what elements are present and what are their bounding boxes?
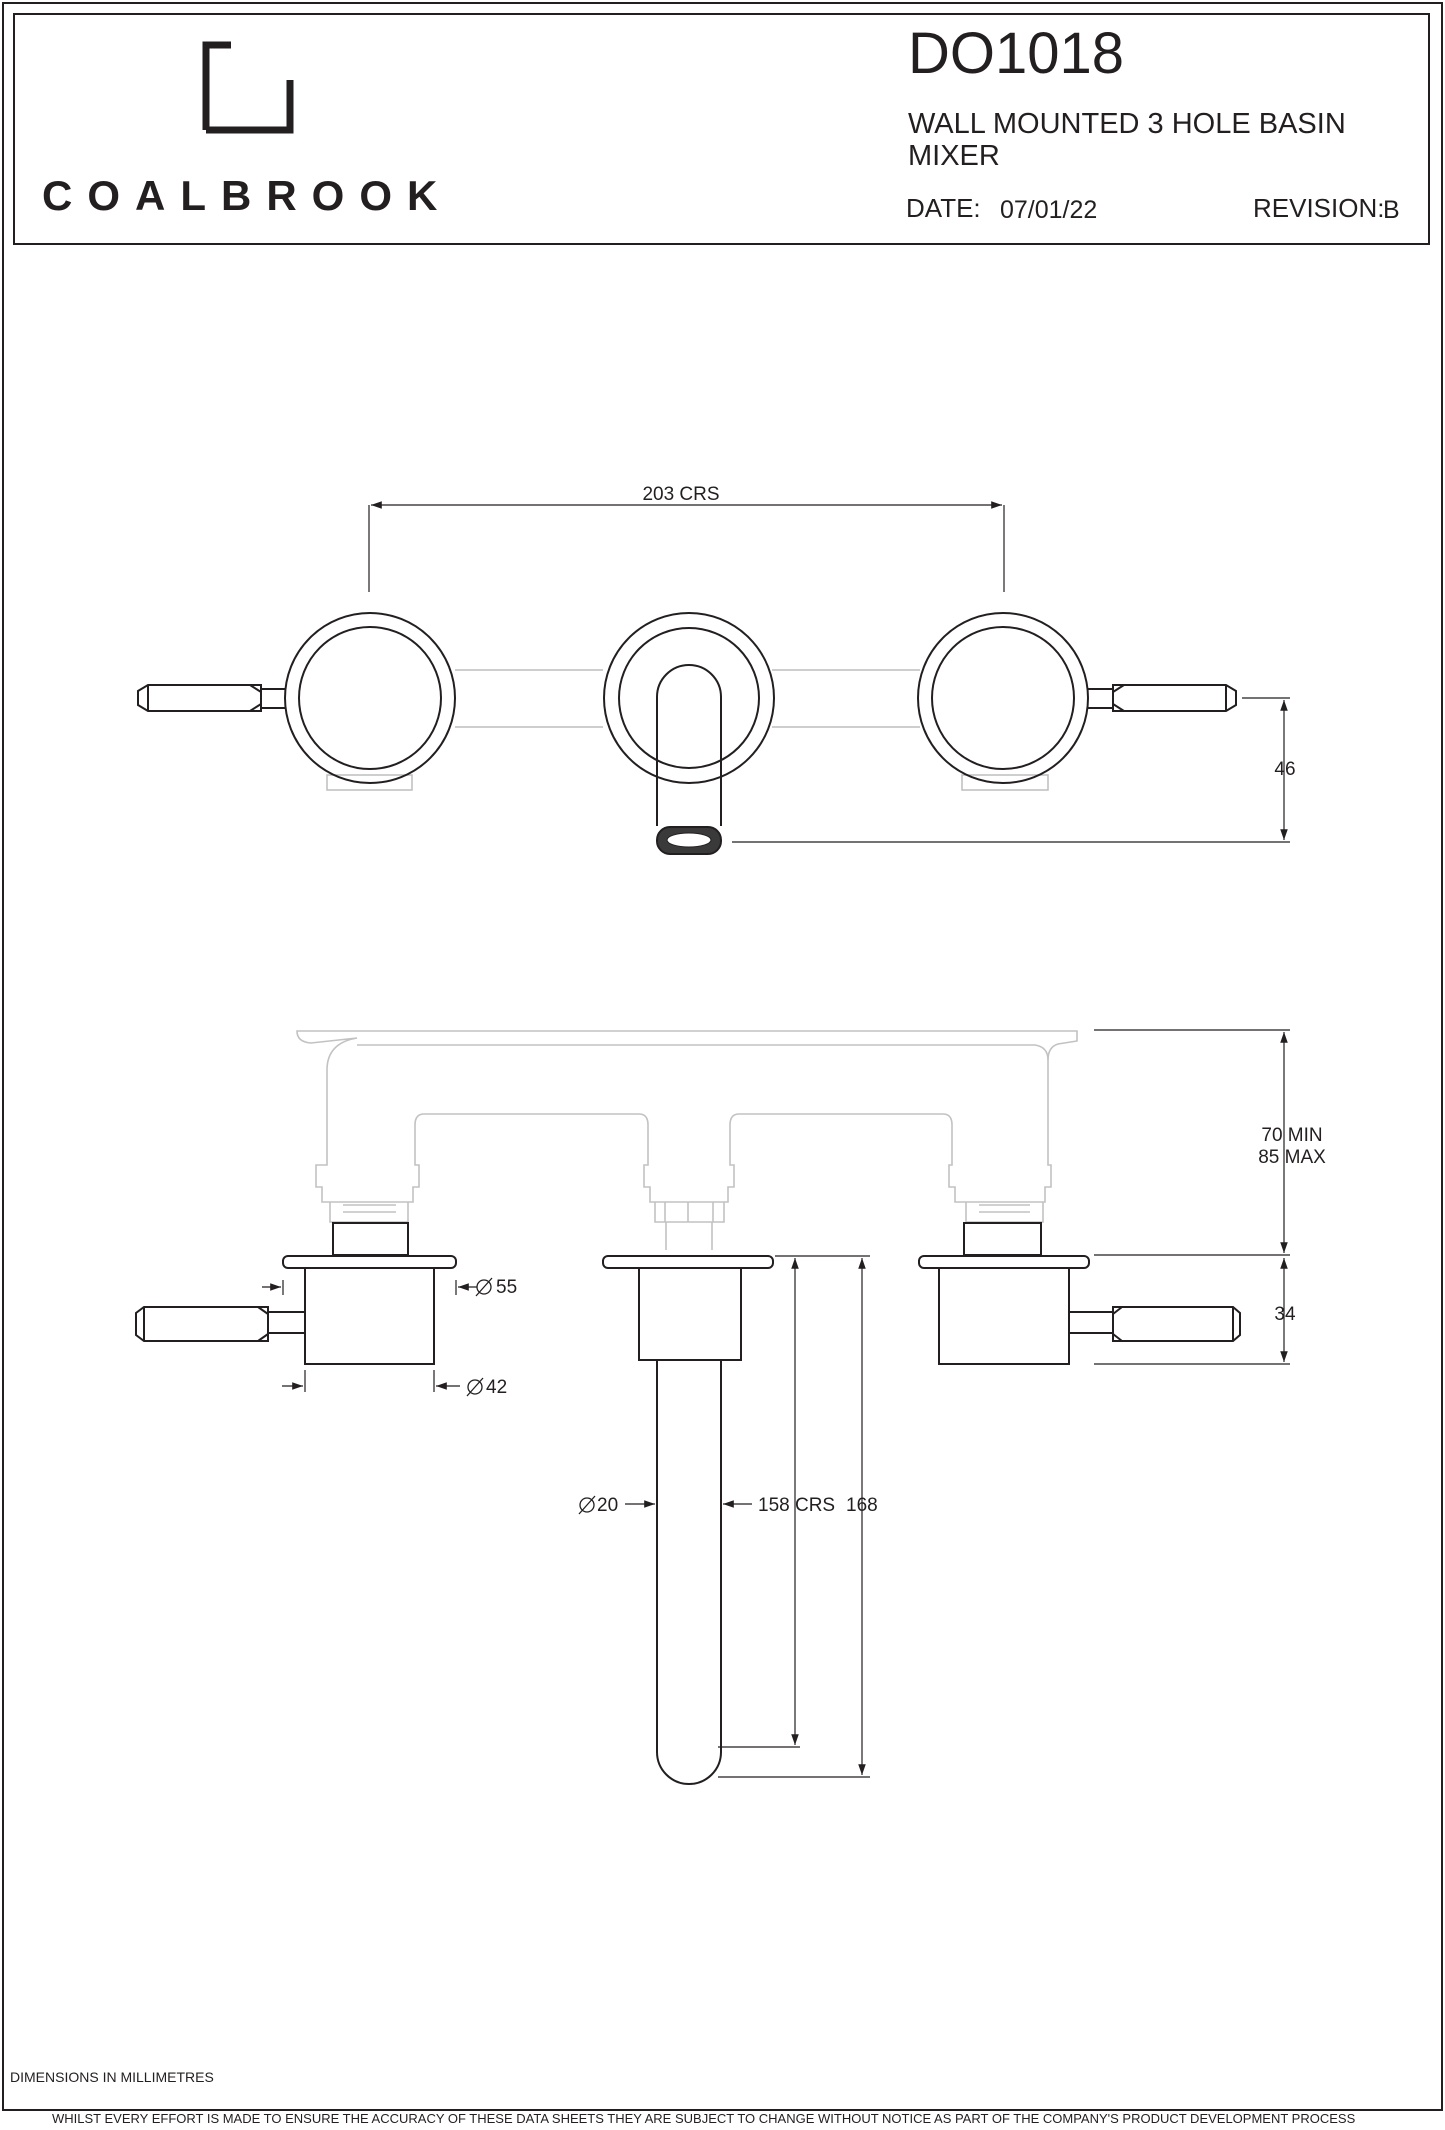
side-dimension-lines [262, 1029, 1290, 1778]
concealed-body [296, 1030, 1078, 1250]
dim-85-max: 85 MAX [1258, 1147, 1326, 1168]
date-value: 07/01/22 [1000, 196, 1098, 224]
revision-label: REVISION: [1253, 193, 1385, 223]
title-block [13, 13, 1430, 245]
spout-side [602, 1255, 774, 1785]
right-handle-side [918, 1222, 1241, 1365]
revision-value: B [1383, 196, 1400, 224]
units-note: DIMENSIONS IN MILLIMETRES [10, 2069, 214, 2085]
dim-70-min: 70 MIN [1261, 1125, 1322, 1146]
dim-34: 34 [1274, 1304, 1296, 1325]
diameter-20-icon [578, 1495, 596, 1515]
dim-42: 42 [486, 1377, 507, 1398]
disclaimer: WHILST EVERY EFFORT IS MADE TO ENSURE TH… [52, 2111, 1356, 2126]
dim-20: 20 [597, 1495, 618, 1516]
dim-46: 46 [1274, 759, 1295, 780]
dim-158-crs: 158 CRS [758, 1495, 835, 1516]
diameter-42-icon [466, 1377, 484, 1397]
brand-name: COALBROOK [42, 172, 453, 219]
right-handle-front [917, 612, 1237, 784]
product-name: WALL MOUNTED 3 HOLE BASIN MIXER [908, 108, 1346, 172]
front-view [137, 501, 1290, 855]
dim-55: 55 [496, 1277, 517, 1298]
product-code: DO1018 [908, 21, 1125, 86]
coalbrook-logo-icon [202, 41, 294, 134]
dim-168: 168 [846, 1495, 878, 1516]
left-handle-side [135, 1222, 457, 1365]
side-view [135, 1029, 1290, 1785]
dim-203-crs: 203 CRS [642, 484, 719, 505]
diameter-55-icon [475, 1277, 493, 1297]
date-label: DATE: [906, 193, 981, 223]
left-handle-front [137, 612, 456, 784]
front-dimension-lines [368, 501, 1290, 843]
spout-front [603, 612, 775, 855]
